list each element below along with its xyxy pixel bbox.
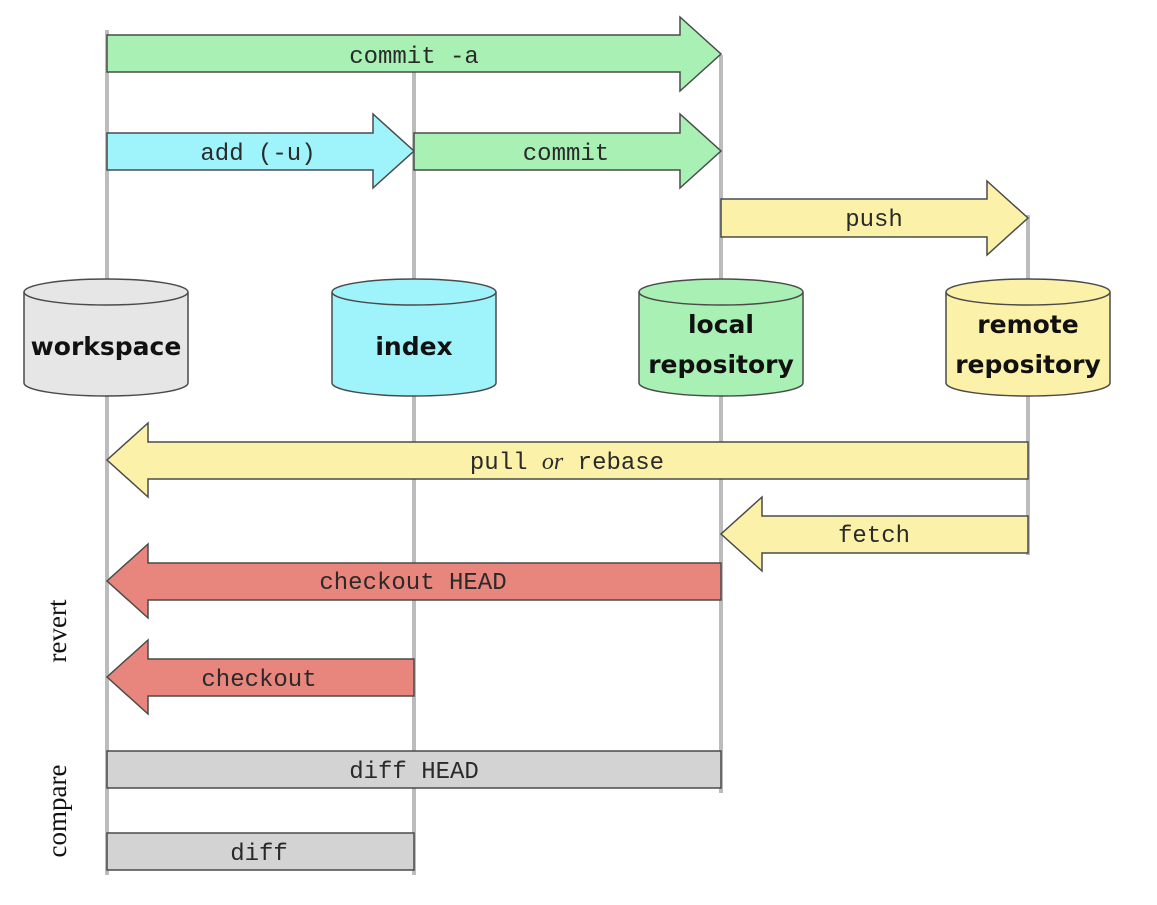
commit-arrow: commit	[413, 112, 723, 190]
commit-label: commit	[523, 141, 609, 168]
push-arrow: push	[720, 179, 1030, 257]
remote-repository-label-line1: remote	[977, 310, 1078, 339]
diff-bar: diff	[106, 832, 415, 871]
index-store-label: index	[375, 332, 452, 361]
checkout-arrow: checkout	[105, 638, 415, 716]
fetch-arrow: fetch	[719, 495, 1029, 573]
revert-side-label: revert	[42, 599, 72, 662]
checkout-head-arrow: checkout HEAD	[105, 542, 722, 620]
fetch-label: fetch	[838, 523, 910, 550]
workspace-store: workspace	[23, 278, 189, 397]
diff-head-bar: diff HEAD	[106, 750, 722, 789]
local-repository-store: local repository	[638, 278, 804, 397]
local-repository-label-line2: repository	[648, 350, 794, 379]
push-label: push	[845, 207, 903, 234]
checkout-label: checkout	[201, 667, 316, 694]
pull-or-rebase-label: pull or rebase	[470, 449, 664, 477]
commit-all-label: commit -a	[349, 44, 479, 71]
compare-side-label: compare	[42, 765, 72, 858]
workspace-store-label: workspace	[31, 332, 182, 361]
or-label: or	[542, 449, 564, 475]
checkout-head-label: checkout HEAD	[319, 570, 506, 597]
diff-label: diff	[230, 841, 288, 868]
index-store: index	[331, 278, 497, 397]
remote-repository-store: remote repository	[945, 278, 1111, 397]
commit-all-arrow: commit -a	[106, 15, 723, 93]
add-arrow: add (-u)	[106, 112, 416, 190]
add-label: add (-u)	[200, 141, 315, 168]
rebase-label: rebase	[578, 450, 664, 477]
pull-or-rebase-arrow: pull or rebase	[105, 421, 1029, 499]
pull-label: pull	[470, 450, 528, 477]
remote-repository-label-line2: repository	[955, 350, 1101, 379]
diff-head-label: diff HEAD	[349, 759, 479, 786]
local-repository-label-line1: local	[688, 310, 754, 339]
